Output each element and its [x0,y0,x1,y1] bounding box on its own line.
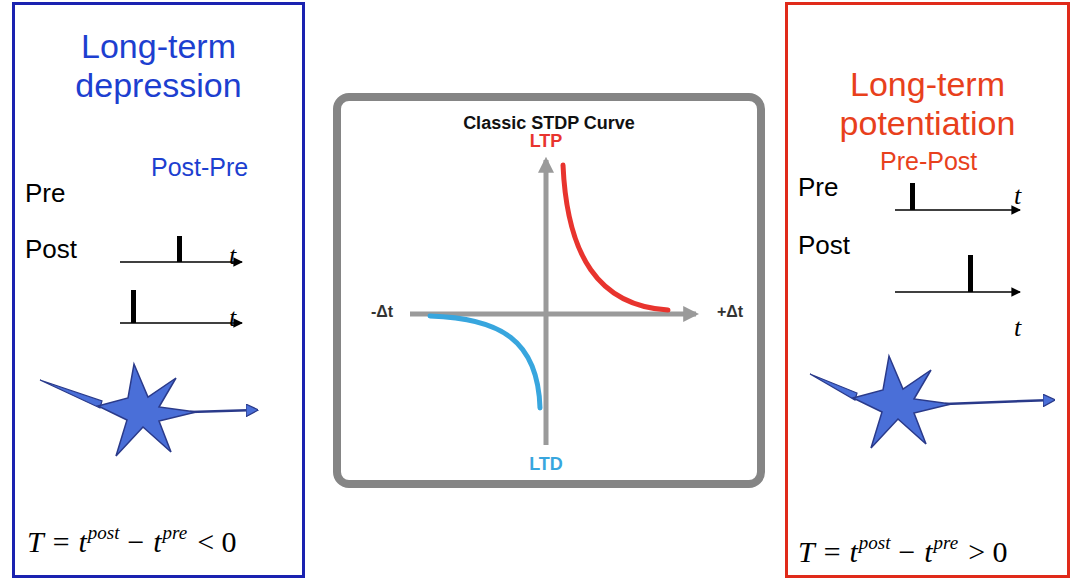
neuron-body [98,364,196,456]
chart-title: Classic STDP Curve [341,113,757,134]
post-spike [968,255,973,292]
time-label: t [229,303,236,333]
ltd-curve [430,316,540,408]
y-axis [544,160,549,445]
spike-train-label: Post [798,231,850,261]
neuron-body [853,356,951,448]
formula-superscript: post [88,522,120,544]
spike-trains [895,183,1020,292]
panel-title: Long-term depression [15,27,302,105]
formula-superscript: pre [163,522,188,544]
time-axis [120,322,242,324]
stdp-plot [410,160,696,445]
axis-label: LTD [529,454,563,475]
spike-train-label: Post [25,235,77,265]
formula-superscript: pre [934,532,959,554]
formula-part: > 0 [968,535,1007,569]
post-spike [131,290,136,323]
axon [190,410,256,412]
formula-superscript: post [859,532,891,554]
spike-trains [120,236,242,323]
time-label: t [1014,313,1021,343]
ltp-panel: T = tpost− tpre > 0 Long-term potentiation… [785,2,1070,578]
formula-part: T = t [27,525,87,559]
formula-part: T = t [798,535,858,569]
formula: T = tpost− tpre > 0 [798,535,1008,569]
order-label: Pre-Post [880,147,977,176]
stdp-curve-panel: Classic STDP CurveLTP -Δt +ΔtLTD [333,93,765,488]
pre-spike [910,183,915,210]
dendrite [810,374,857,400]
ltp-curve [563,165,668,310]
formula: T = tpost− tpre < 0 [27,525,237,559]
neuron [810,356,1053,448]
time-label: t [1014,181,1021,211]
time-label: t [229,241,236,271]
formula-part: − t [896,535,932,569]
neuron [40,364,256,456]
pre-spike [177,236,182,262]
axis-label: LTP [530,131,563,152]
formula-part: < 0 [197,525,236,559]
axis-label: +Δt [717,303,743,321]
panel-title: Long-term potentiation [788,65,1067,143]
ltd-panel: T = tpost− tpre < 0 Long-term depressionPo… [12,2,305,578]
dendrite [40,380,102,408]
time-axis [895,291,1020,293]
spike-train-label: Pre [25,179,65,209]
spike-train-label: Pre [798,173,838,203]
formula-part: − t [125,525,161,559]
order-label: Post-Pre [151,153,248,182]
axis-label: -Δt [371,303,393,321]
axon [945,400,1053,404]
